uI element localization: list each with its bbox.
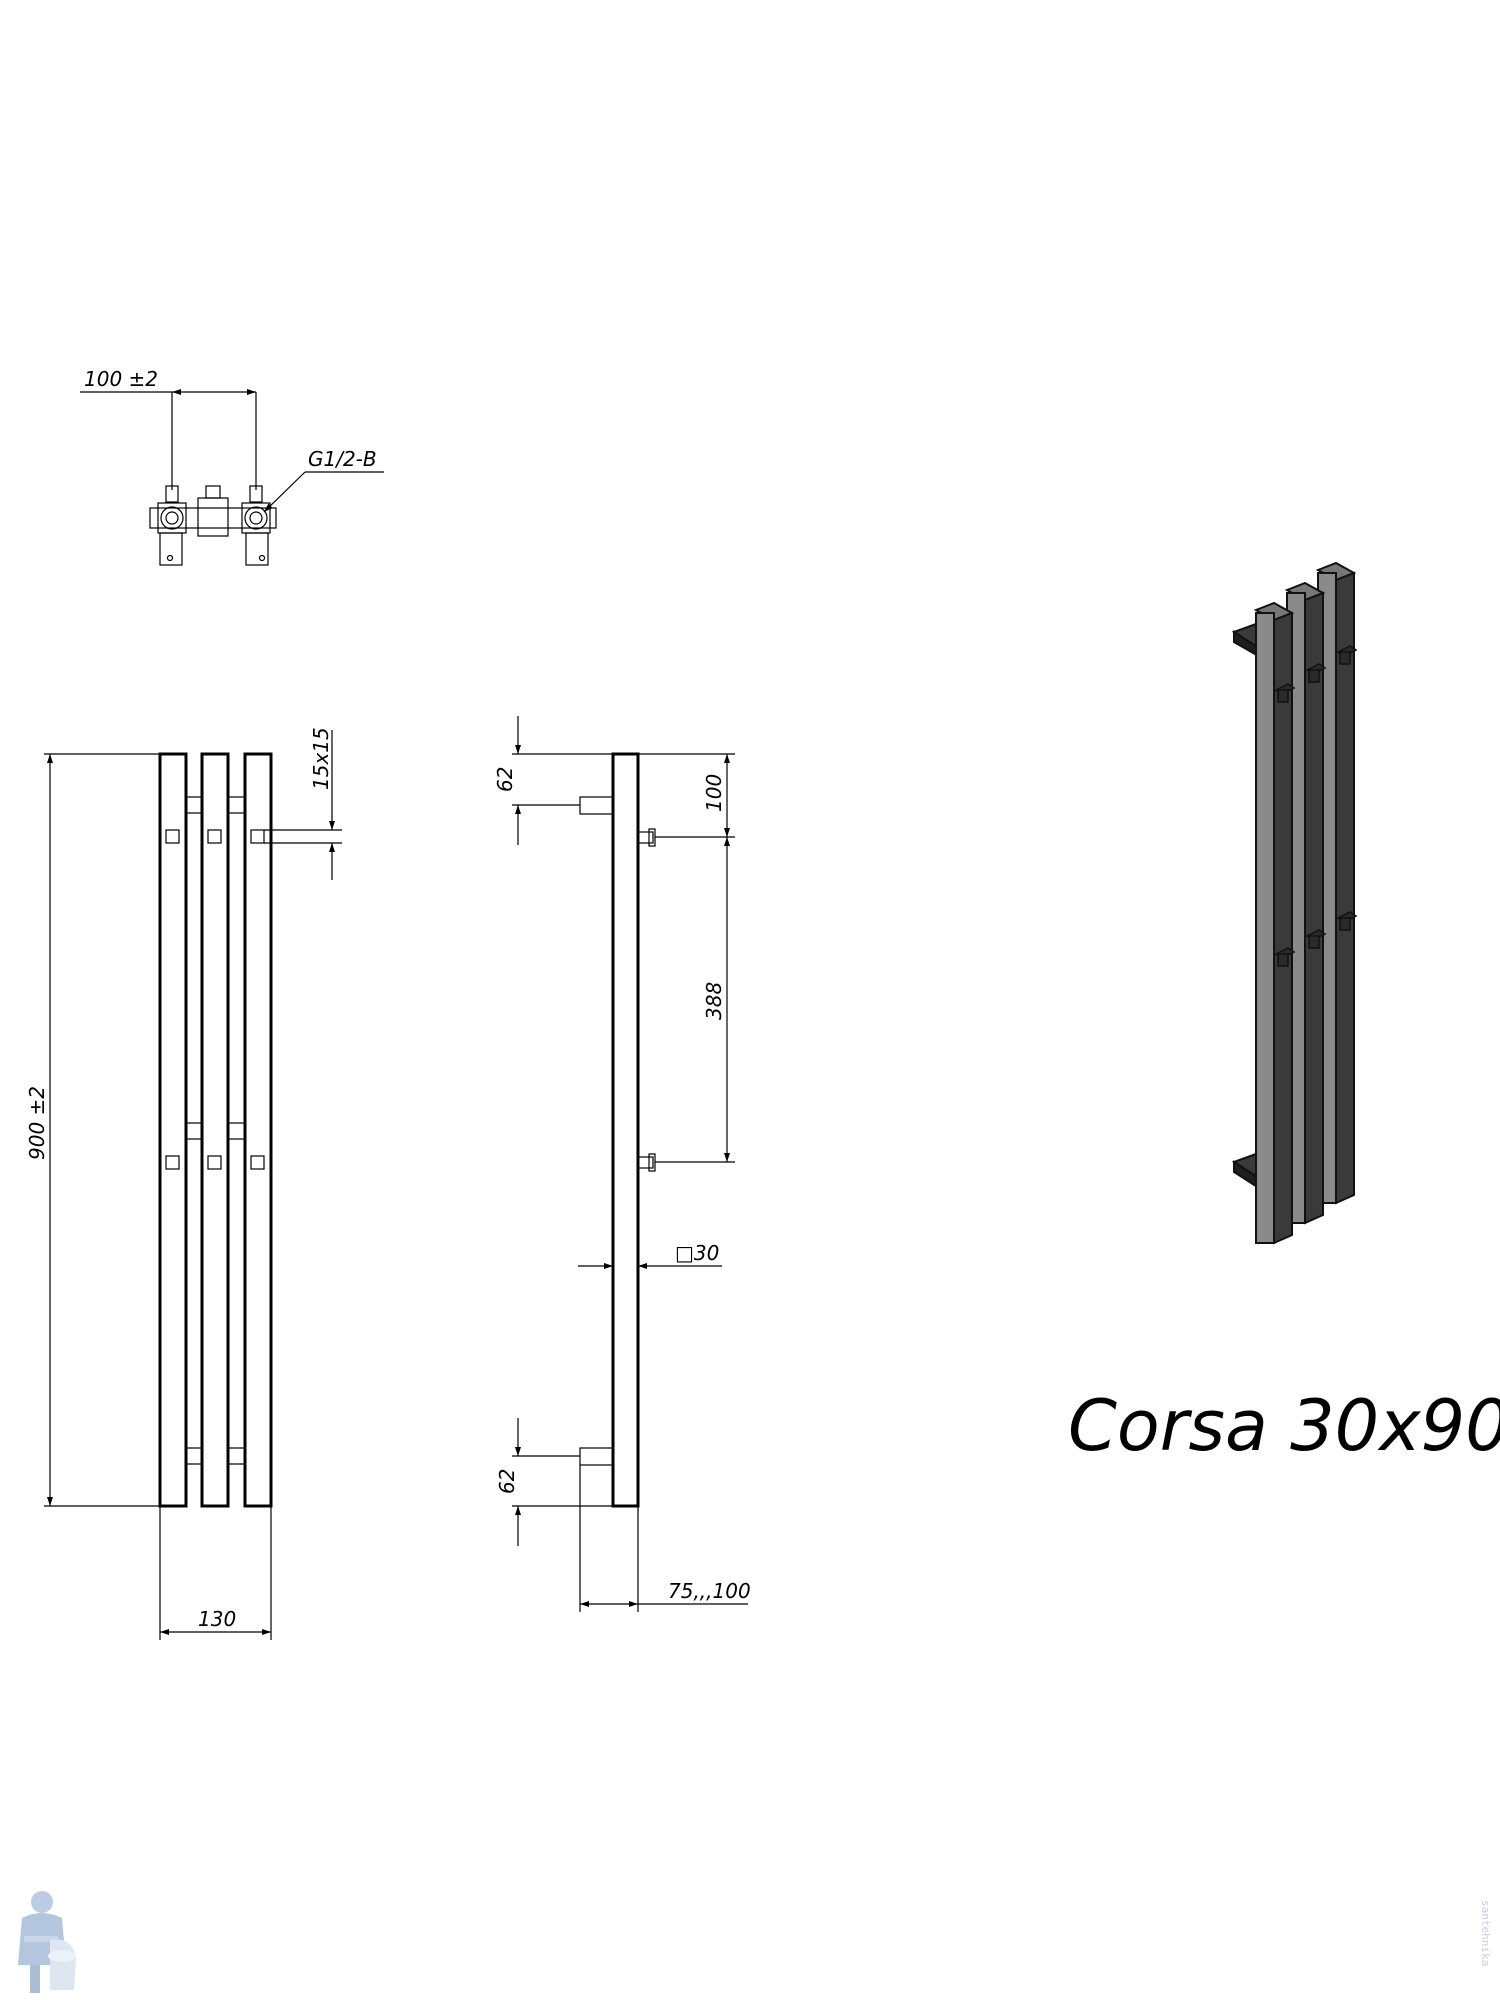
watermark-logo [18, 1891, 76, 1993]
product-render [1231, 561, 1358, 1245]
hook-top-offset-label: 100 [702, 774, 726, 812]
overall-width-label: 130 [198, 1607, 236, 1631]
wall-distance-label: 75,,,100 [668, 1579, 751, 1603]
product-title: Corsa 30x900 [1068, 1385, 1500, 1467]
overall-height-label: 900 ±2 [25, 1086, 49, 1160]
connection-spacing-label: 100 ±2 [84, 367, 158, 391]
tube-profile-label: □30 [675, 1241, 719, 1265]
offset-top-label: 62 [493, 767, 517, 792]
thread-spec-label: G1/2-B [308, 447, 377, 471]
watermark-side-text: santehnika [1479, 1900, 1492, 1966]
side-view: 62 62 100 388 □30 75,,,100 [493, 716, 751, 1612]
mounting-bracket-view: 100 ±2 G1/2-B [80, 367, 384, 566]
offset-bottom-label: 62 [495, 1469, 519, 1494]
front-view: 900 ±2 130 15x15 [25, 727, 342, 1640]
bar-spacing-detail-label: 15x15 [309, 727, 333, 790]
hook-spacing-label: 388 [702, 982, 726, 1020]
